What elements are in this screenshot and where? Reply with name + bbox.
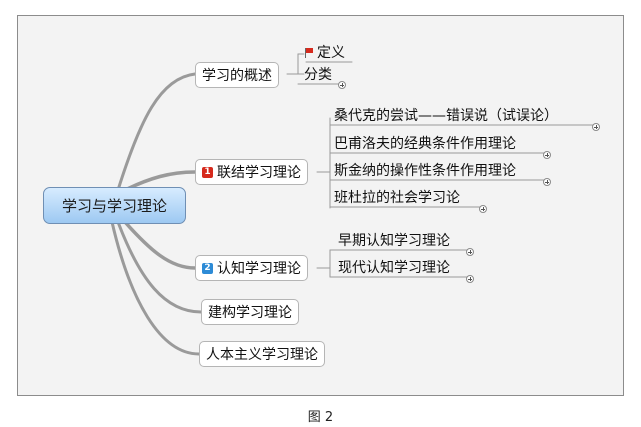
leaf-skinner[interactable]: 斯金纳的操作性条件作用理论 — [334, 163, 516, 179]
expand-plus-icon[interactable] — [543, 178, 551, 186]
branch-label: 联结学习理论 — [217, 165, 301, 181]
branch-constructivist-theory[interactable]: 建构学习理论 — [201, 299, 299, 325]
branch-label: 人本主义学习理论 — [206, 347, 318, 363]
leaf-label: 桑代克的尝试——错误说（试误论） — [334, 108, 558, 124]
central-topic[interactable]: 学习与学习理论 — [43, 187, 186, 224]
leaf-thorndike[interactable]: 桑代克的尝试——错误说（试误论） — [334, 108, 558, 124]
leaf-label: 定义 — [317, 45, 345, 61]
expand-plus-icon[interactable] — [479, 205, 487, 213]
leaf-classification[interactable]: 分类 — [304, 67, 332, 83]
flag-icon — [304, 48, 314, 58]
expand-plus-icon[interactable] — [466, 275, 474, 283]
leaf-early-cognitive[interactable]: 早期认知学习理论 — [338, 233, 450, 249]
branch-label: 建构学习理论 — [208, 305, 292, 321]
expand-plus-icon[interactable] — [338, 81, 346, 89]
leaf-bandura[interactable]: 班杜拉的社会学习论 — [334, 190, 460, 206]
leaf-label: 现代认知学习理论 — [338, 260, 450, 276]
leaf-pavlov[interactable]: 巴甫洛夫的经典条件作用理论 — [334, 136, 516, 152]
expand-plus-icon[interactable] — [543, 151, 551, 159]
leaf-label: 斯金纳的操作性条件作用理论 — [334, 163, 516, 179]
leaf-label: 班杜拉的社会学习论 — [334, 190, 460, 206]
leaf-definition[interactable]: 定义 — [304, 45, 345, 61]
leaf-label: 巴甫洛夫的经典条件作用理论 — [334, 136, 516, 152]
leaf-label: 分类 — [304, 67, 332, 83]
branch-label: 认知学习理论 — [217, 261, 301, 277]
priority-2-icon: 2 — [202, 262, 213, 274]
branch-learning-overview[interactable]: 学习的概述 — [195, 62, 279, 88]
priority-1-icon: 1 — [202, 166, 213, 178]
branch-connectionist-theory[interactable]: 1 联结学习理论 — [195, 159, 308, 185]
leaf-modern-cognitive[interactable]: 现代认知学习理论 — [338, 260, 450, 276]
branch-label: 学习的概述 — [202, 68, 272, 84]
central-topic-label: 学习与学习理论 — [61, 197, 167, 215]
expand-plus-icon[interactable] — [592, 123, 600, 131]
figure-caption: 图 2 — [307, 410, 334, 425]
leaf-label: 早期认知学习理论 — [338, 233, 450, 249]
branch-cognitive-theory[interactable]: 2 认知学习理论 — [195, 255, 308, 281]
branch-humanistic-theory[interactable]: 人本主义学习理论 — [199, 341, 325, 367]
expand-plus-icon[interactable] — [466, 248, 474, 256]
